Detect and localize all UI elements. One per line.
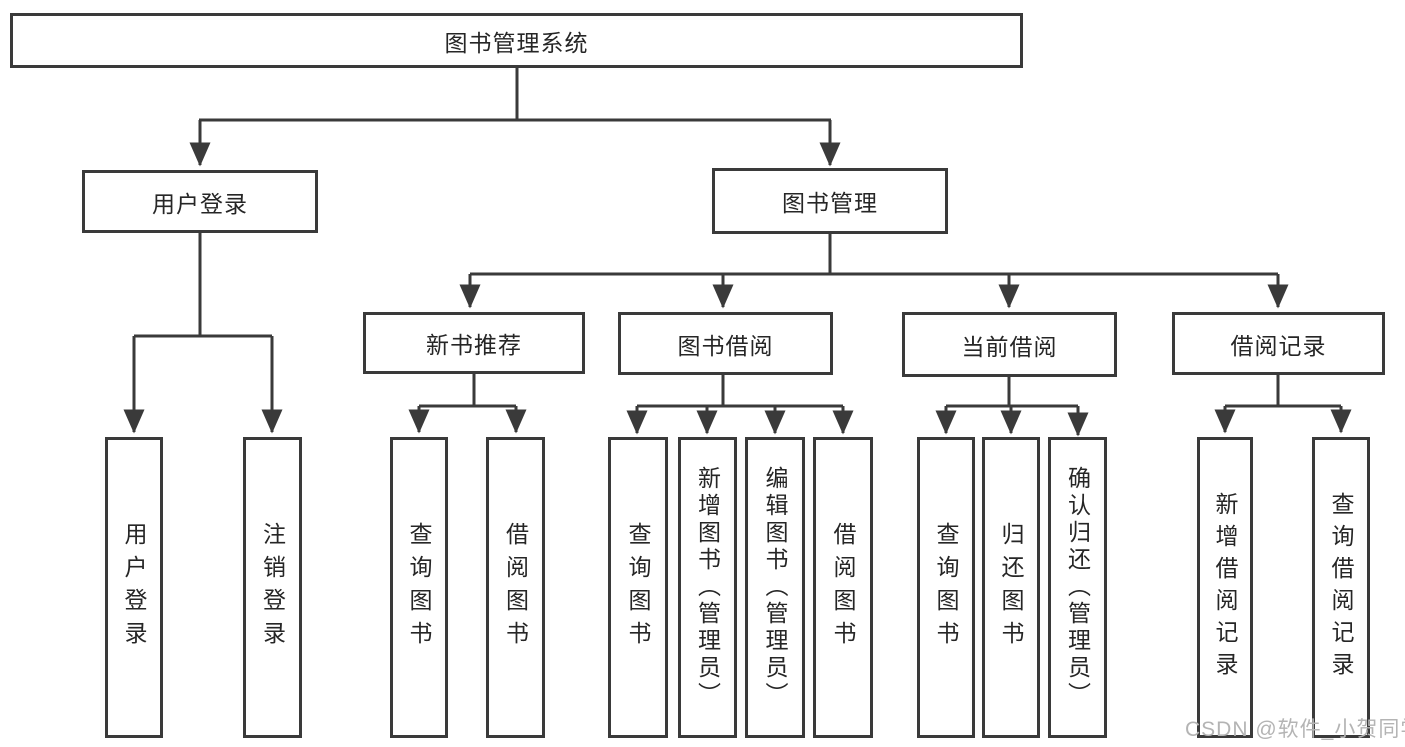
leaf-borrow-books-2: 借阅图书	[813, 437, 873, 738]
leaf-label: 借阅图书	[830, 521, 856, 654]
node-user-login: 用户登录	[82, 170, 318, 233]
leaf-confirm-return-admin: 确认归还（管理员）	[1048, 437, 1107, 738]
leaf-add-borrow-record: 新增借阅记录	[1197, 437, 1253, 738]
leaf-label: 新增图书（管理员）	[694, 466, 721, 709]
node-book-management: 图书管理	[712, 168, 948, 234]
leaf-borrow-books-1: 借阅图书	[486, 437, 545, 738]
leaf-label: 借阅图书	[502, 521, 529, 654]
leaf-label: 查询图书	[406, 521, 432, 654]
node-new-book-recommend: 新书推荐	[363, 312, 585, 374]
leaf-user-login: 用户登录	[105, 437, 163, 738]
leaf-label: 查询图书	[625, 521, 651, 654]
leaf-label: 查询借阅记录	[1328, 491, 1354, 684]
leaf-query-books-3: 查询图书	[917, 437, 975, 738]
leaf-label: 编辑图书（管理员）	[762, 466, 788, 709]
csdn-watermark: CSDN @软件_小贺同学	[1185, 718, 1405, 741]
node-current-borrow: 当前借阅	[902, 312, 1117, 377]
leaf-add-books-admin: 新增图书（管理员）	[678, 437, 737, 738]
leaf-logout: 注销登录	[243, 437, 302, 738]
leaf-label: 查询图书	[933, 521, 959, 654]
leaf-edit-books-admin: 编辑图书（管理员）	[745, 437, 805, 738]
leaf-return-books: 归还图书	[982, 437, 1040, 738]
leaf-label: 确认归还（管理员）	[1064, 466, 1091, 709]
node-borrow-records: 借阅记录	[1172, 312, 1385, 375]
leaf-query-books-1: 查询图书	[390, 437, 448, 738]
leaf-label: 用户登录	[121, 521, 147, 654]
leaf-label: 归还图书	[998, 521, 1024, 654]
leaf-label: 新增借阅记录	[1212, 491, 1238, 684]
node-book-borrow: 图书借阅	[618, 312, 833, 375]
leaf-label: 注销登录	[259, 521, 286, 654]
leaf-query-borrow-record: 查询借阅记录	[1312, 437, 1370, 738]
leaf-query-books-2: 查询图书	[608, 437, 668, 738]
node-root: 图书管理系统	[10, 13, 1023, 68]
